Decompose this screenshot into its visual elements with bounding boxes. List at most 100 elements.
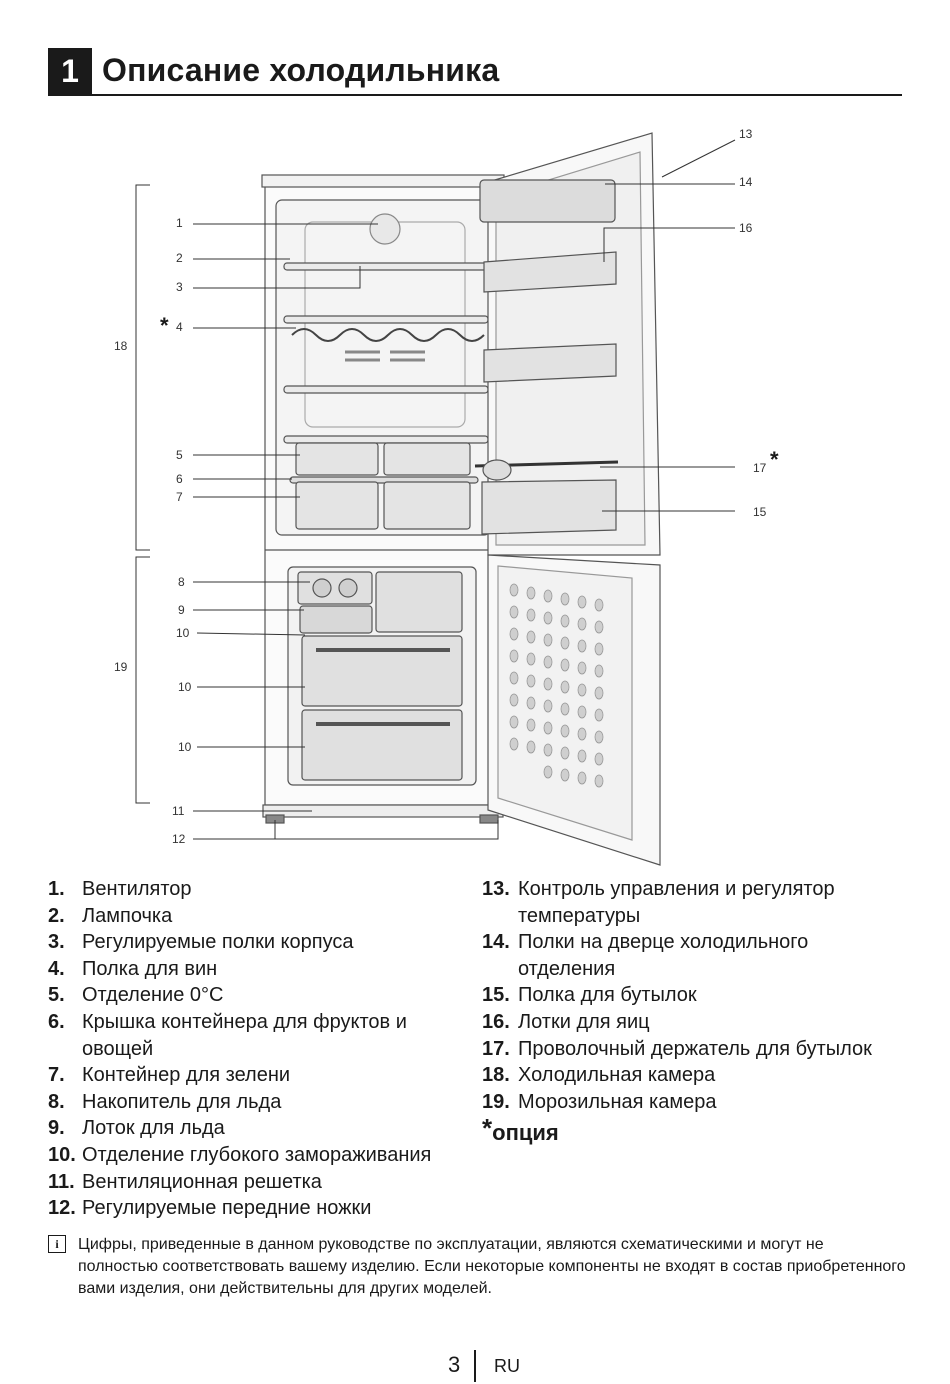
option-note: *опция xyxy=(482,1113,559,1146)
callout-8: 8 xyxy=(178,575,185,589)
freezer-door-dot xyxy=(560,768,570,782)
freezer-door-dot xyxy=(509,627,519,641)
legend-item: 1.Вентилятор xyxy=(48,878,192,900)
control-panel xyxy=(479,179,616,223)
freezer-door-dot xyxy=(594,708,604,722)
freezer-door-dot xyxy=(509,715,519,729)
legend-item: 13.Контроль управления и регулятор темпе… xyxy=(482,878,835,927)
freezer-door-dot xyxy=(526,674,536,688)
section-header: 1 Описание холодильника xyxy=(48,48,902,96)
callout-14: 14 xyxy=(739,175,753,189)
freezer-door-dot xyxy=(526,652,536,666)
freezer-door-dot xyxy=(526,586,536,600)
callout-15: 15 xyxy=(753,505,767,519)
fridge-diagram: 1 2 3 4 5 6 7 8 9 10 10 10 11 12 13 14 1… xyxy=(114,127,779,866)
freezer-door-dot xyxy=(594,642,604,656)
freezer-door-dot xyxy=(594,752,604,766)
freezer-door-dot xyxy=(560,614,570,628)
freezer-door-dot xyxy=(526,696,536,710)
freezer-door-dot xyxy=(560,658,570,672)
callout-10b: 10 xyxy=(178,680,192,694)
callout-1: 1 xyxy=(176,216,183,230)
freezer-door-dot xyxy=(543,677,553,691)
page-number: 3 xyxy=(448,1352,461,1377)
freezer-door-dot xyxy=(577,639,587,653)
freezer-door-dot xyxy=(577,727,587,741)
legend-item: 6.Крышка контейнера для фруктов и овощей xyxy=(48,1010,407,1060)
callout-12: 12 xyxy=(172,832,186,846)
fan xyxy=(369,213,401,245)
freezer-door-dot xyxy=(526,740,536,754)
callout-10a: 10 xyxy=(176,626,190,640)
freezer-door-dot xyxy=(509,693,519,707)
freezer-door-dot xyxy=(594,664,604,678)
callout-19: 19 xyxy=(114,660,128,674)
legend-item: 5.Отделение 0°C xyxy=(48,984,224,1007)
freezer-door-dot xyxy=(594,730,604,744)
callout-7: 7 xyxy=(176,490,183,504)
freezer-door-dot xyxy=(577,705,587,719)
legend-item: 15.Полка для бутылок xyxy=(482,984,697,1007)
freezer-door-dot xyxy=(526,608,536,622)
freezer-door-dots xyxy=(509,583,604,788)
legend-item: 14.Полки на дверце холодильного отделени… xyxy=(482,931,809,980)
freezer-door-dot xyxy=(577,661,587,675)
legend-item: 19.Морозильная камера xyxy=(482,1090,717,1113)
freezer-door-dot xyxy=(526,630,536,644)
callout-16: 16 xyxy=(739,221,753,235)
freezer-door-dot xyxy=(543,589,553,603)
freezer-door-dot xyxy=(543,721,553,735)
freezer-door-dot xyxy=(509,649,519,663)
freezer-door-dot xyxy=(594,620,604,634)
freezer-door-dot xyxy=(577,595,587,609)
freezer-door-dot xyxy=(560,702,570,716)
freezer-door-dot xyxy=(543,765,553,779)
freezer-door-dot xyxy=(509,583,519,597)
callout-3: 3 xyxy=(176,280,183,294)
callout-4: 4 xyxy=(176,320,183,334)
freezer-door-dot xyxy=(594,686,604,700)
freezer-door-dot xyxy=(543,633,553,647)
legend-item: 18.Холодильная камера xyxy=(482,1064,716,1087)
freezer-door-dot xyxy=(543,743,553,757)
info-note: i Цифры, приведенные в данном руководств… xyxy=(48,1234,908,1300)
language-code: RU xyxy=(494,1356,520,1376)
freezer-door-dot xyxy=(577,749,587,763)
legend-item: 9.Лоток для льда xyxy=(48,1117,225,1140)
callout-2: 2 xyxy=(176,251,183,265)
section-title: Описание холодильника xyxy=(102,52,500,88)
asterisk-4: * xyxy=(160,313,169,338)
freezer-door-dot xyxy=(560,592,570,606)
legend-item: 4.Полка для вин xyxy=(48,957,218,980)
legend-item: 2.Лампочка xyxy=(48,904,173,927)
callout-9: 9 xyxy=(178,603,185,617)
callout-11: 11 xyxy=(172,804,185,818)
legend-item: 3.Регулируемые полки корпуса xyxy=(48,931,354,954)
asterisk-17: * xyxy=(770,447,779,472)
callout-10c: 10 xyxy=(178,740,192,754)
freezer-door-dot xyxy=(594,774,604,788)
callout-5: 5 xyxy=(176,448,183,462)
freezer-door-dot xyxy=(577,683,587,697)
legend-item: 17.Проволочный держатель для бутылок xyxy=(482,1037,872,1060)
legend-item: 10.Отделение глубокого замораживания xyxy=(48,1143,432,1166)
callout-labels: 1 2 3 4 5 6 7 8 9 10 10 10 11 12 13 14 1… xyxy=(114,127,779,846)
freezer-door-dot xyxy=(594,598,604,612)
legend-item: 12.Регулируемые передние ножки xyxy=(48,1197,372,1220)
front-foot-right xyxy=(479,814,499,824)
freezer-door-dot xyxy=(577,771,587,785)
freezer-door-dot xyxy=(543,699,553,713)
freezer-door-dot xyxy=(560,680,570,694)
info-icon: i xyxy=(48,1235,66,1253)
callout-13: 13 xyxy=(739,127,753,141)
freezer-door-dot xyxy=(560,746,570,760)
legend-right: 13.Контроль управления и регулятор темпе… xyxy=(482,876,912,1147)
door-shelves xyxy=(481,251,617,535)
legend-item: 11.Вентиляционная решетка xyxy=(48,1170,322,1193)
callout-18: 18 xyxy=(114,339,128,353)
freezer-door-dot xyxy=(543,655,553,669)
section-number: 1 xyxy=(48,48,92,94)
legend-left: 1.Вентилятор 2.Лампочка 3.Регулируемые п… xyxy=(48,876,468,1222)
freezer-door-dot xyxy=(509,671,519,685)
callout-6: 6 xyxy=(176,472,183,486)
